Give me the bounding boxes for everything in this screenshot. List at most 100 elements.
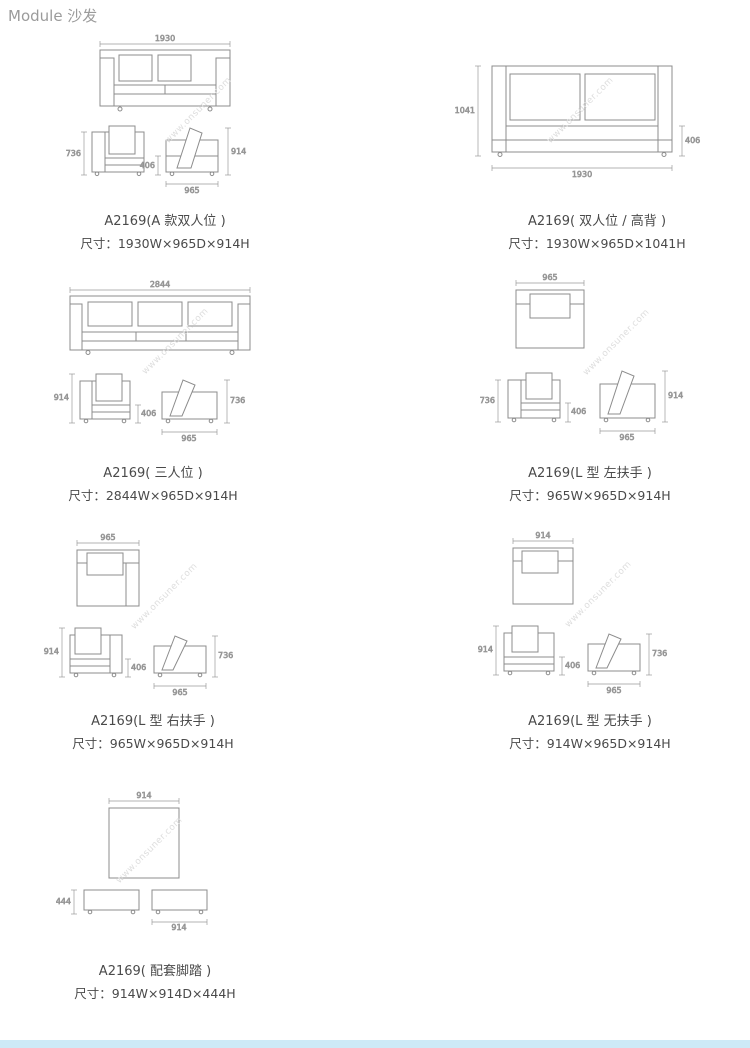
drawing-three-seat: 2844 914 406 — [53, 280, 251, 443]
dim-back-height-label: 914 — [44, 647, 59, 656]
dim-width: 2844 — [69, 280, 251, 293]
product-5-name: A2169(L 型 右扶手 ) — [91, 714, 215, 729]
drawing-two-seat-a: 1930 736 — [65, 34, 247, 196]
top-view — [515, 289, 585, 349]
dim-seat-height-label: 406 — [140, 161, 155, 170]
product-6-name: A2169(L 型 无扶手 ) — [528, 714, 652, 729]
side-view — [599, 370, 656, 423]
dim-seat-height: 406 — [679, 125, 701, 157]
product-7-size: 尺寸：914W×914D×444H — [74, 986, 236, 1001]
dim-depth-label: 965 — [184, 186, 199, 195]
dim-seat-height-label: 406 — [141, 409, 156, 418]
dim-back-height: 914 — [53, 373, 75, 424]
dim-depth-label: 965 — [181, 434, 196, 443]
dim-arm-height-label: 736 — [652, 649, 667, 658]
dim-width-label: 965 — [100, 533, 115, 542]
dim-arm-height-label: 736 — [230, 396, 245, 405]
dim-seat-height-label: 406 — [685, 136, 700, 145]
bottom-accent-bar — [0, 1040, 750, 1048]
watermark: www.onsuner.com — [563, 559, 633, 629]
dim-back-height-label: 914 — [231, 147, 246, 156]
product-1-size: 尺寸：1930W×965D×914H — [80, 236, 250, 251]
front-view — [69, 295, 251, 355]
dim-height-label: 444 — [56, 897, 71, 906]
product-6-size: 尺寸：914W×965D×914H — [509, 736, 671, 751]
dim-width-label: 2844 — [150, 280, 170, 289]
dim-seat-height-label: 406 — [571, 407, 586, 416]
dim-arm-height: 736 — [224, 379, 246, 424]
dim-back-height-label: 914 — [478, 645, 493, 654]
dim-back-height: 914 — [225, 127, 247, 176]
dim-back-height: 914 — [662, 370, 684, 423]
dim-width-label: 914 — [535, 531, 550, 540]
top-view — [108, 807, 180, 879]
dim-arm-height-label: 736 — [480, 396, 495, 405]
dim-arm-height: 736 — [646, 633, 668, 676]
dim-seat-height: 406 — [125, 658, 147, 678]
top-view — [512, 547, 574, 605]
side-view — [151, 889, 208, 915]
arm-section-view — [91, 125, 145, 177]
dim-depth-label: 914 — [171, 923, 186, 932]
dim-width: 965 — [515, 273, 585, 286]
drawing-l-armless: 914 914 406 736 — [478, 531, 668, 696]
dim-total-height-label: 1041 — [455, 106, 475, 115]
dim-depth-label: 965 — [606, 686, 621, 695]
drawing-l-left-arm: 965 736 406 914 — [479, 273, 684, 443]
dim-width-label: 965 — [542, 273, 557, 282]
product-4-size: 尺寸：965W×965D×914H — [509, 488, 671, 503]
product-1-name: A2169(A 款双人位 ) — [104, 214, 226, 229]
dim-arm-height-label: 736 — [218, 651, 233, 660]
side-view — [161, 379, 218, 424]
dim-height: 444 — [56, 889, 77, 915]
product-3-size: 尺寸：2844W×965D×914H — [68, 488, 238, 503]
product-3-name: A2169( 三人位 ) — [103, 466, 203, 481]
dim-width-label: 1930 — [155, 34, 175, 43]
dim-seat-height: 406 — [559, 656, 581, 676]
dim-width: 1930 — [99, 34, 231, 47]
dim-seat-height: 406 — [565, 402, 587, 423]
dim-depth: 965 — [161, 429, 218, 443]
dim-width: 1930 — [491, 165, 673, 179]
watermark: www.onsuner.com — [129, 561, 199, 631]
dim-width: 965 — [76, 533, 140, 546]
dim-arm-height: 736 — [65, 131, 87, 176]
product-2-size: 尺寸：1930W×965D×1041H — [508, 236, 686, 251]
side-view — [165, 127, 219, 177]
dim-back-height: 914 — [478, 625, 499, 676]
front-view — [83, 889, 140, 915]
dim-seat-height: 406 — [135, 404, 157, 424]
drawing-l-right-arm: 965 914 406 — [43, 533, 234, 698]
front-section-view — [503, 625, 555, 676]
dim-depth: 965 — [599, 428, 656, 442]
dim-width-label: 914 — [136, 791, 151, 800]
watermark: www.onsuner.com — [114, 815, 184, 885]
product-5-size: 尺寸：965W×965D×914H — [72, 736, 234, 751]
dim-back-height-label: 914 — [54, 393, 69, 402]
dim-depth-label: 965 — [172, 688, 187, 697]
dim-arm-height: 736 — [212, 635, 234, 678]
dim-width-label: 1930 — [572, 170, 592, 179]
dim-depth-label: 965 — [619, 433, 634, 442]
drawing-ottoman: 914 444 914 www.onsuner.com — [56, 791, 208, 932]
top-view — [76, 549, 140, 607]
dim-depth: 965 — [587, 681, 641, 695]
dim-width: 914 — [512, 531, 574, 544]
dim-back-height: 914 — [43, 627, 65, 678]
front-view — [99, 49, 231, 112]
dim-total-height: 1041 — [454, 65, 481, 157]
product-2-name: A2169( 双人位 / 高背 ) — [527, 214, 667, 229]
dim-depth: 965 — [153, 683, 207, 697]
dim-seat-height-label: 406 — [131, 663, 146, 672]
dim-seat-height: 406 — [139, 155, 161, 176]
watermark: www.onsuner.com — [581, 307, 651, 377]
dim-width: 914 — [108, 791, 180, 804]
dim-depth: 965 — [165, 181, 219, 195]
arm-section-view — [507, 372, 561, 423]
dim-arm-height-label: 736 — [66, 149, 81, 158]
dim-depth: 914 — [151, 919, 208, 932]
dim-back-height-label: 914 — [668, 391, 683, 400]
product-7-name: A2169( 配套脚踏 ) — [98, 964, 212, 979]
product-4-name: A2169(L 型 左扶手 ) — [528, 466, 652, 481]
